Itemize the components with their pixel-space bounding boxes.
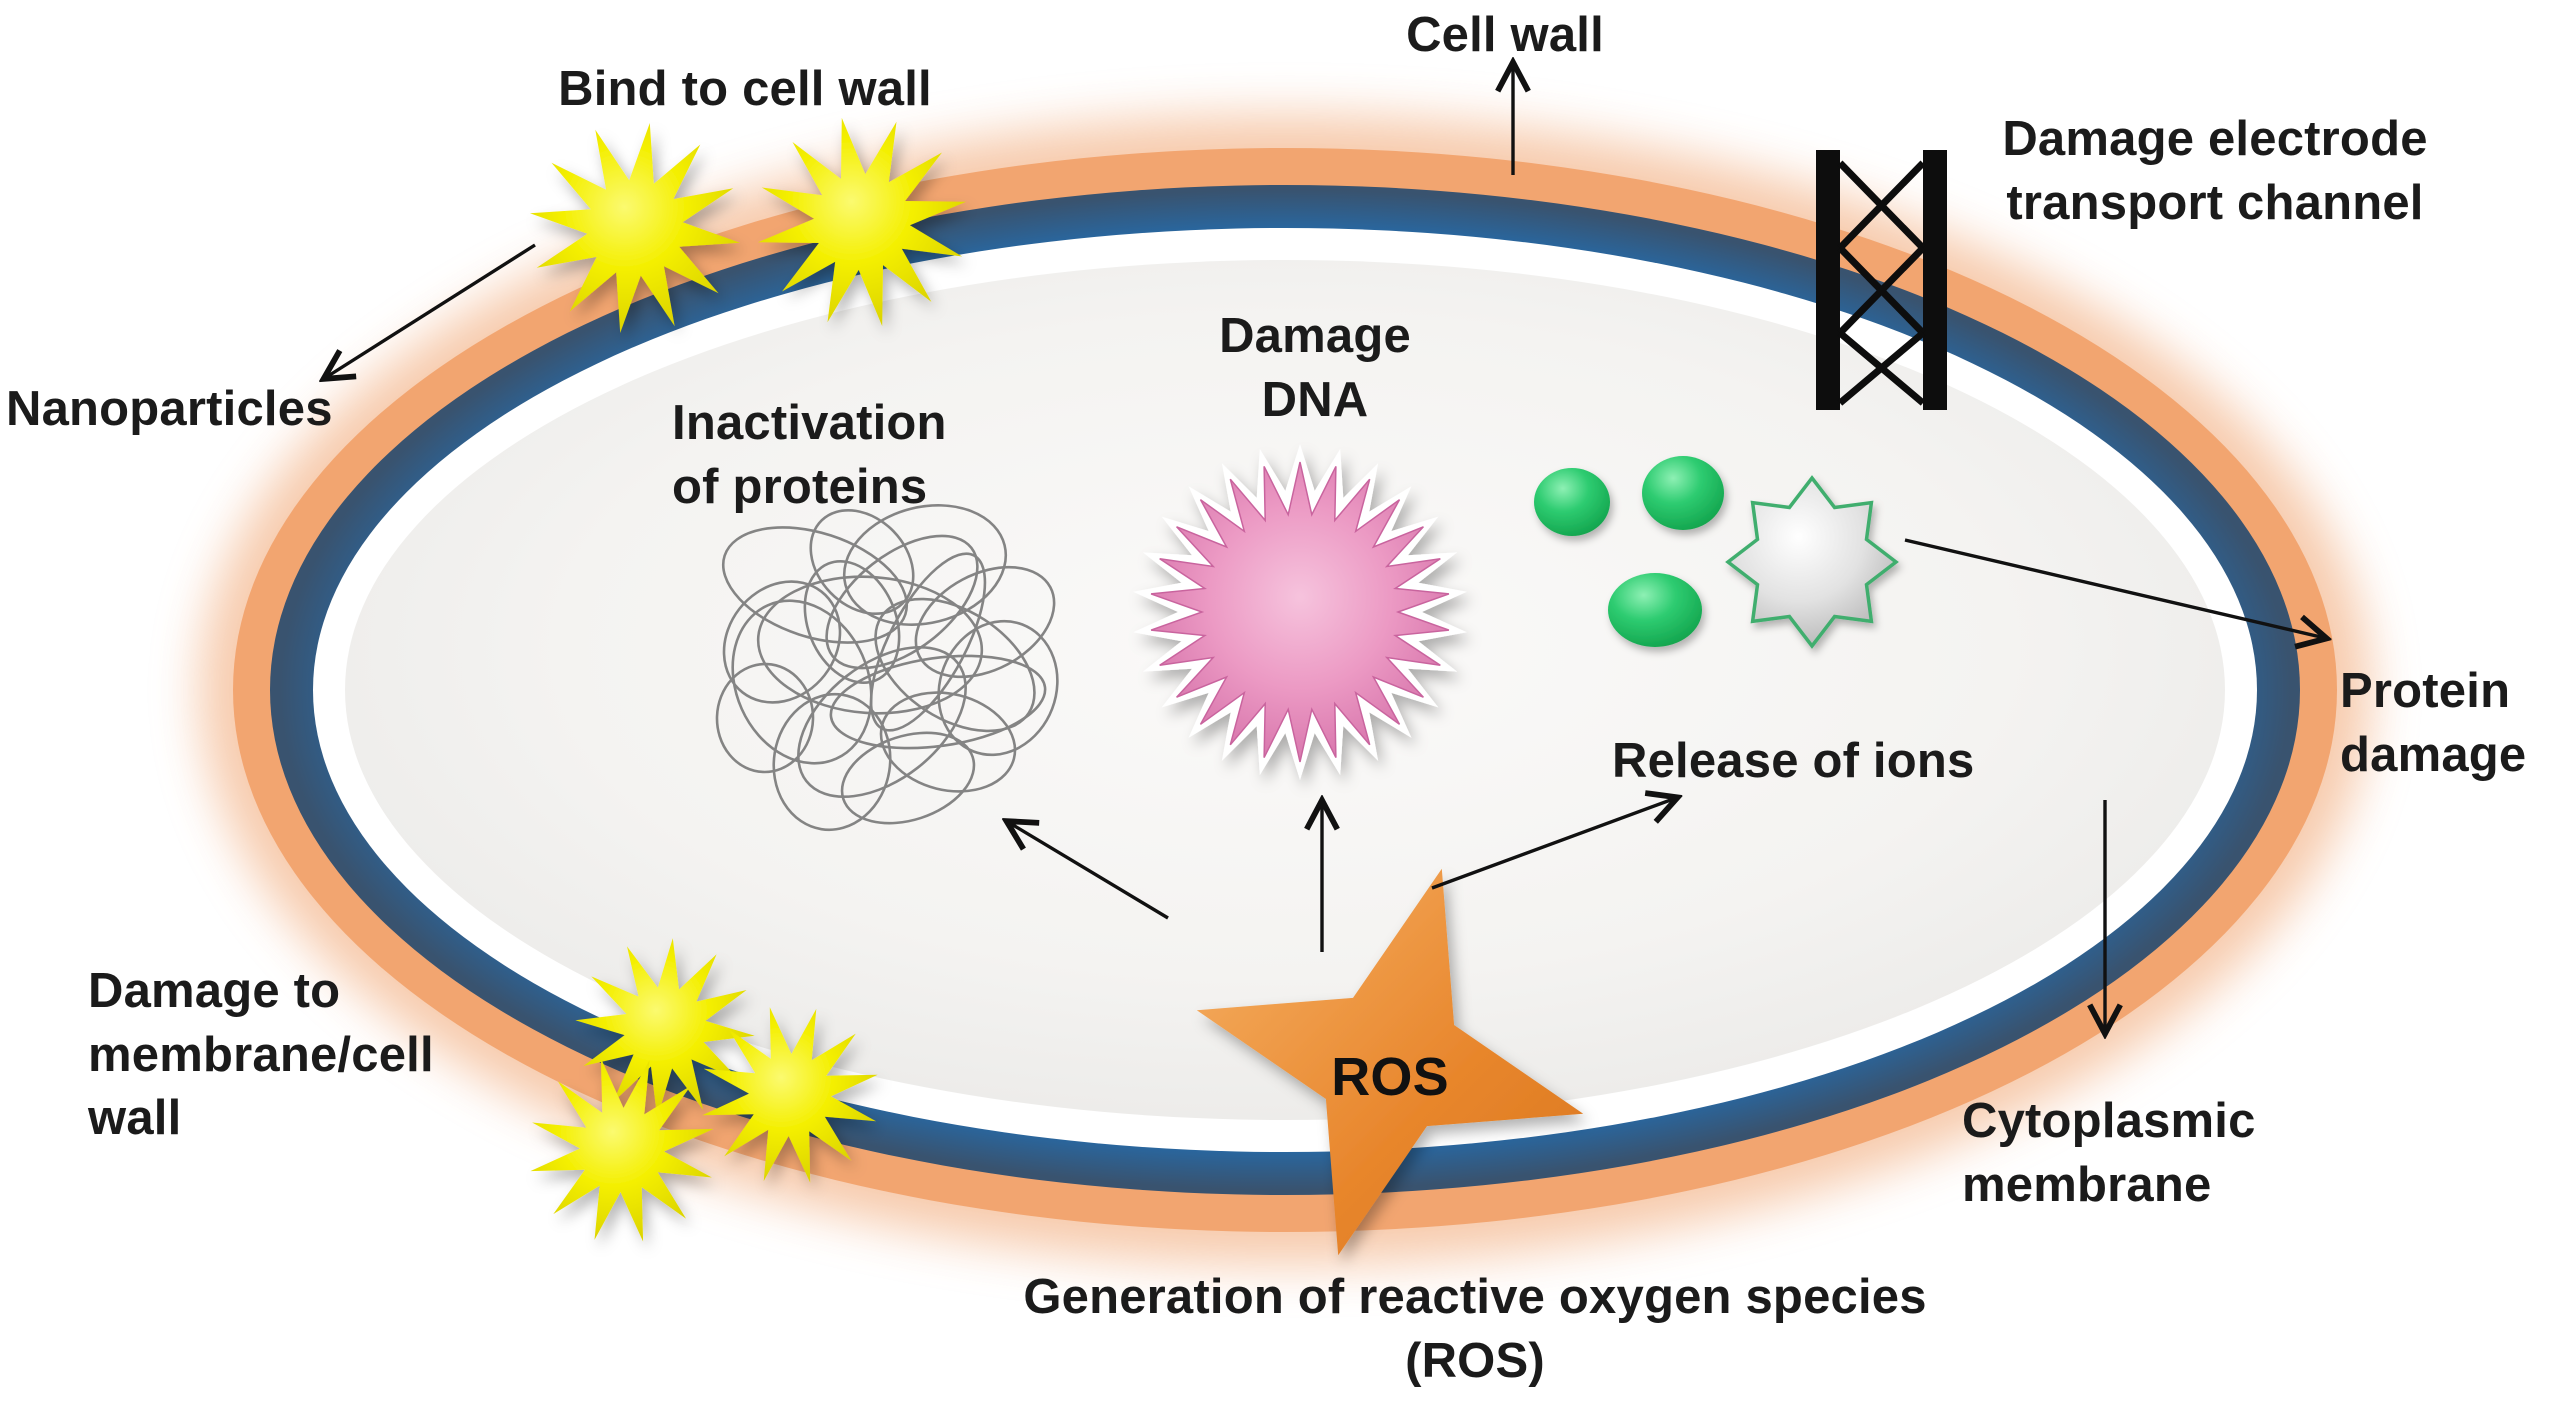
label-damage-to-membrane-cell-wall: Damage to membrane/cell wall [88,964,434,1146]
arrows [325,64,2325,1032]
label-ros: ROS [1331,1047,1449,1107]
nanoparticle-star-icon [530,1058,714,1242]
arrow-to-nanoparticles [325,243,536,378]
nanoparticle-cluster-bottom [530,938,878,1242]
electron-transport-channel-icon [1816,150,1947,410]
dna-pink-starburst [1150,461,1450,763]
label-cytoplasmic-membrane: Cytoplasmic membrane [1962,1094,2256,1212]
damaged-protein-icon [1725,475,1899,649]
nanoparticle-star-icon [757,117,967,327]
arrow-ros-to-ions [1431,798,1676,890]
dna-icon [1133,444,1467,780]
label-damage-dna: Damage DNA [1219,309,1411,427]
nanoparticle-star-icon [702,1007,878,1183]
ros-star-icon [1196,868,1584,1256]
ion-icon [1642,456,1724,530]
label-damage-electrode-transport-channel: Damage electrode transport channel [2002,112,2428,230]
nanoparticle-cluster-top [530,117,967,333]
nanoparticle-star-icon [575,938,755,1118]
ion-icon [1534,468,1610,536]
label-release-of-ions: Release of ions [1612,734,1975,788]
arrow-ros-to-proteins [1008,822,1169,920]
label-inactivation-of-proteins: Inactivation of proteins [672,396,947,514]
nanoparticle-star-icon [530,123,740,333]
label-protein-damage: Protein damage [2340,664,2527,782]
label-generation-of-ros: Generation of reactive oxygen species (R… [1023,1270,1927,1388]
released-ions [1534,456,1724,647]
ion-icon [1608,573,1702,647]
protein-aggregate-icon [715,504,1059,832]
label-nanoparticles: Nanoparticles [6,382,333,436]
label-cell-wall: Cell wall [1406,8,1604,62]
arrow-to-protein-damage [1904,538,2325,638]
label-bind-to-cell-wall: Bind to cell wall [558,62,932,116]
